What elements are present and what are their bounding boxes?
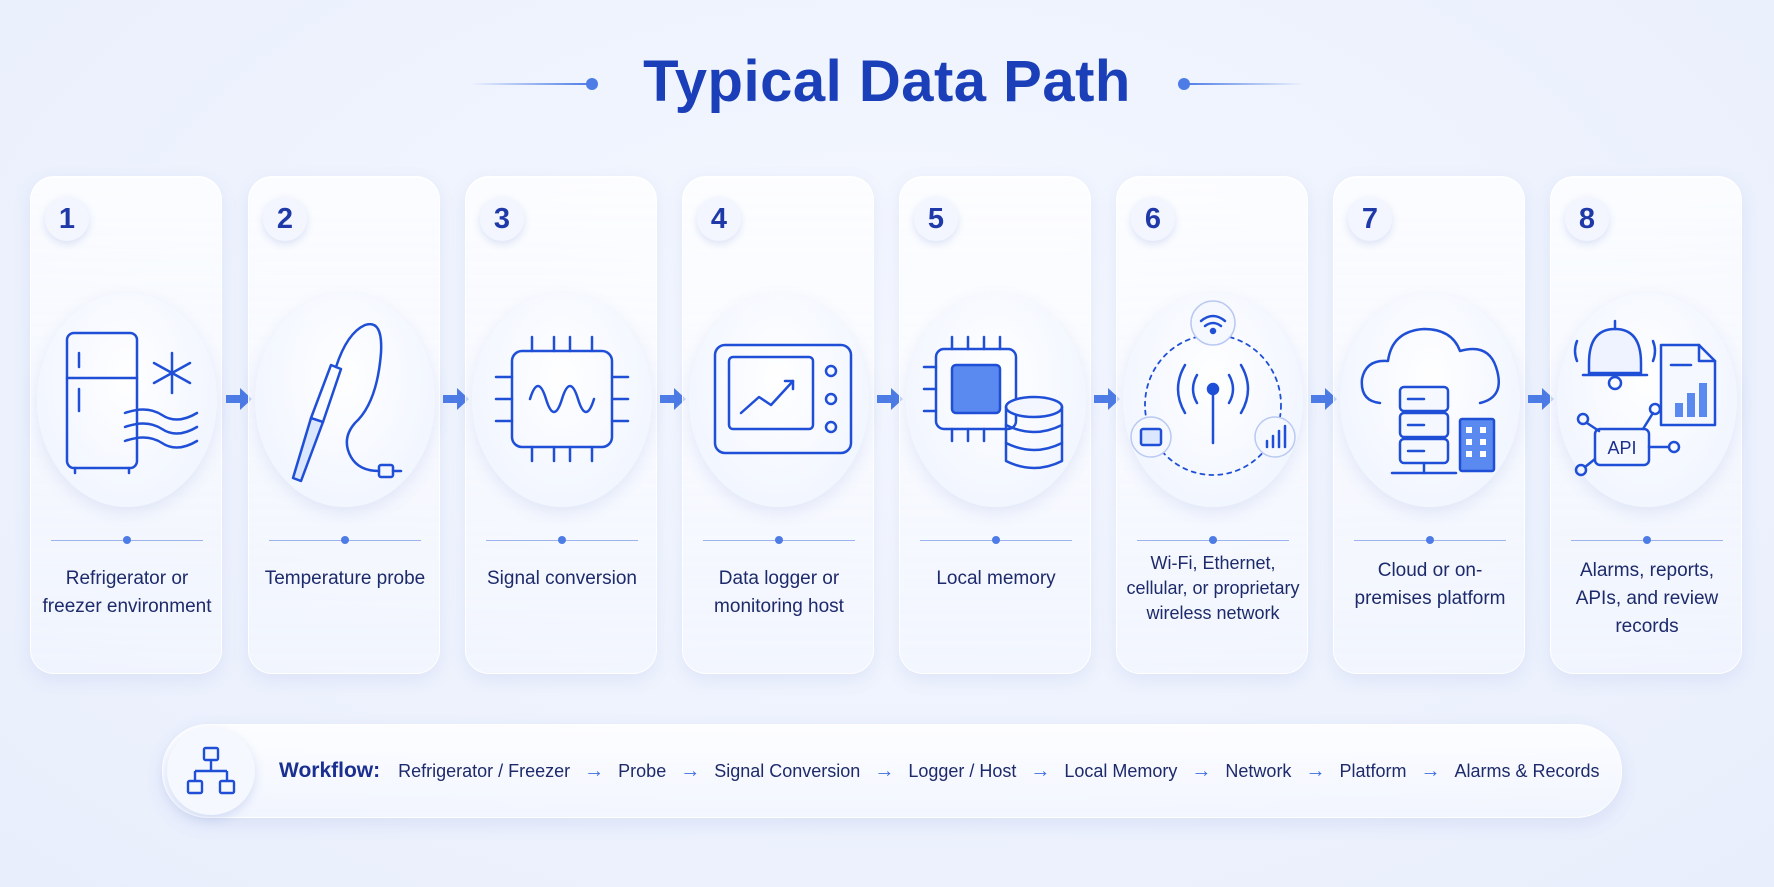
- icon-backdrop: [37, 293, 217, 507]
- step-card-7: 7 Cloud or on-pr: [1333, 176, 1525, 674]
- workflow-icon-badge: [167, 727, 255, 815]
- workflow-arrow: →: [1191, 759, 1212, 782]
- step-label: Wi-Fi, Ethernet, cellular, or proprietar…: [1126, 553, 1300, 623]
- separator-dot: [341, 536, 349, 544]
- separator-dot: [558, 536, 566, 544]
- workflow-step: Logger / Host: [908, 760, 1017, 781]
- workflow-hierarchy-icon: [186, 746, 236, 795]
- step-number: 6: [1131, 197, 1175, 241]
- workflow-arrow: →: [680, 759, 701, 782]
- icon-backdrop: [1340, 293, 1520, 507]
- icon-backdrop: [472, 293, 652, 507]
- step-card-8: 8: [1550, 176, 1742, 674]
- step-card-1: 1 Refrigerat: [30, 176, 222, 674]
- step-label: Signal conversion: [487, 568, 637, 589]
- separator-dot: [1209, 536, 1217, 544]
- refrigerator-icon: [65, 331, 199, 475]
- workflow-arrow: →: [584, 759, 605, 782]
- flow-arrow: [875, 386, 905, 412]
- workflow-label: Workflow:: [279, 759, 381, 782]
- step-number: 1: [45, 197, 89, 241]
- workflow-step: Platform: [1339, 760, 1407, 781]
- step-number: 8: [1565, 197, 1609, 241]
- wireless-network-icon: [1130, 300, 1296, 476]
- step-card-3: 3 Signal conversion: [465, 176, 657, 674]
- title-decoration-right: [1184, 83, 1304, 85]
- icon-backdrop: [689, 293, 869, 507]
- step-label: Alarms, reports, APIs, and review record…: [1575, 560, 1719, 637]
- flow-arrow: [224, 386, 254, 412]
- icon-backdrop: [255, 293, 435, 507]
- icon-backdrop: API: [1557, 293, 1737, 507]
- workflow-step: Network: [1225, 760, 1292, 781]
- workflow-step: Refrigerator / Freezer: [398, 760, 571, 781]
- temperature-probe-icon: [291, 322, 403, 483]
- step-card-2: 2 Temperature probe: [248, 176, 440, 674]
- workflow-arrow: →: [1420, 759, 1441, 782]
- flow-arrow: [658, 386, 688, 412]
- step-card-6: 6: [1116, 176, 1308, 674]
- step-number: 3: [480, 197, 524, 241]
- flow-arrow: [1526, 386, 1556, 412]
- workflow-arrow: →: [1305, 759, 1326, 782]
- separator-dot: [775, 536, 783, 544]
- step-label: Temperature probe: [264, 568, 426, 589]
- separator-dot: [123, 536, 131, 544]
- title-decoration-left: [470, 83, 590, 85]
- separator-dot: [1643, 536, 1651, 544]
- step-number: 5: [914, 197, 958, 241]
- icon-backdrop: [1123, 293, 1303, 507]
- title-decoration-dot-left: [586, 78, 598, 90]
- signal-conversion-chip-icon: [494, 335, 630, 463]
- steps-row: 1 Refrigerat: [0, 176, 1774, 676]
- step-label: Cloud or on-premises platform: [1354, 560, 1506, 609]
- workflow-row: Workflow: Refrigerator / Freezer → Probe…: [279, 725, 1600, 817]
- api-badge-text: API: [1607, 438, 1636, 458]
- workflow-bar: Workflow: Refrigerator / Freezer → Probe…: [162, 724, 1622, 818]
- step-label: Local memory: [936, 568, 1056, 589]
- workflow-step: Alarms & Records: [1454, 760, 1600, 781]
- workflow-step: Signal Conversion: [714, 760, 861, 781]
- workflow-arrow: →: [1030, 759, 1051, 782]
- step-number: 4: [697, 197, 741, 241]
- page-title: Typical Data Path: [643, 49, 1131, 114]
- flow-arrow: [441, 386, 471, 412]
- step-number: 7: [1348, 197, 1392, 241]
- flow-arrow: [1309, 386, 1339, 412]
- workflow-step: Probe: [618, 760, 667, 781]
- flow-arrow: [1092, 386, 1122, 412]
- step-label: Data logger or monitoring host: [714, 568, 844, 617]
- workflow-arrow: →: [874, 759, 895, 782]
- separator-dot: [1426, 536, 1434, 544]
- step-number: 2: [263, 197, 307, 241]
- icon-backdrop: [906, 293, 1086, 507]
- step-label: Refrigerator or freezer environment: [42, 568, 212, 617]
- workflow-step: Local Memory: [1064, 760, 1178, 781]
- alarms-reports-api-icon: API: [1573, 319, 1717, 477]
- step-card-4: 4 Data logger or monitoring host: [682, 176, 874, 674]
- cloud-server-icon: [1360, 327, 1500, 475]
- separator-dot: [992, 536, 1000, 544]
- memory-chip-database-icon: [922, 335, 1064, 470]
- step-card-5: 5 Local memory: [899, 176, 1091, 674]
- data-logger-icon: [713, 343, 853, 455]
- title-row: Typical Data Path: [0, 42, 1774, 122]
